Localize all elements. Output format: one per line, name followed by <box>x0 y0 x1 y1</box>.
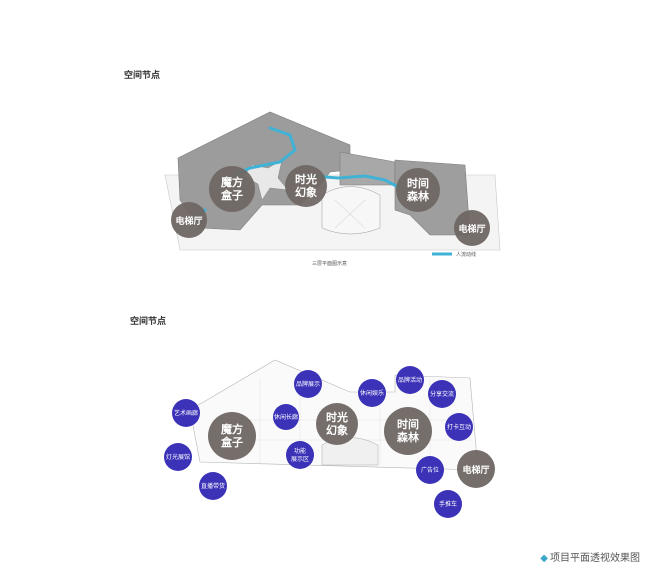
svg-text:魔方: 魔方 <box>221 422 243 436</box>
top-node-dianti-right: 电梯厅 <box>454 210 490 246</box>
svg-text:品牌活动: 品牌活动 <box>398 376 422 384</box>
tag-brand-event: 品牌活动 <box>396 366 424 394</box>
top-legend-label: 人流动线 <box>456 251 476 258</box>
svg-text:魔方: 魔方 <box>221 175 243 189</box>
svg-text:打卡互动: 打卡互动 <box>447 423 471 431</box>
tag-brand-display: 品牌展示 <box>294 370 322 398</box>
top-flow-path-2 <box>298 173 402 190</box>
tag-trolley: 手推车 <box>434 490 462 518</box>
svg-text:灯光展馆: 灯光展馆 <box>166 453 190 461</box>
top-node-shiguang: 时光 幻象 <box>285 165 327 207</box>
figure-caption-text: 项目平面透视效果图 <box>550 553 640 564</box>
figure-caption: ◆项目平面透视效果图 <box>540 549 640 564</box>
tag-leisure-corridor: 休闲长廊 <box>273 404 299 430</box>
svg-text:盒子: 盒子 <box>220 188 243 202</box>
svg-text:功能: 功能 <box>294 447 306 455</box>
tag-ad-space: 广告位 <box>416 456 444 484</box>
svg-text:展示区: 展示区 <box>291 456 309 463</box>
svg-text:电梯厅: 电梯厅 <box>175 215 202 227</box>
svg-text:幻象: 幻象 <box>326 423 348 437</box>
top-floor-plan: 魔方 盒子 时光 幻象 时间 森林 电梯厅 电梯厅 三层平面图示意 人流动线 <box>164 111 501 267</box>
svg-text:品牌展示: 品牌展示 <box>296 380 320 388</box>
tag-function-display: 功能 展示区 <box>286 441 314 469</box>
top-node-mofang: 魔方 盒子 <box>209 166 255 212</box>
tag-leisure-entertainment: 休闲娱乐 <box>358 379 386 407</box>
top-section-title: 空间节点 <box>124 71 161 81</box>
bottom-node-dianti: 电梯厅 <box>457 450 495 488</box>
svg-text:时光: 时光 <box>326 410 348 424</box>
svg-text:休闲长廊: 休闲长廊 <box>274 413 298 421</box>
bottom-node-shiguang: 时光 幻象 <box>316 403 358 445</box>
tag-light-hall: 灯光展馆 <box>164 443 192 471</box>
svg-text:手推车: 手推车 <box>439 500 457 508</box>
svg-text:时间: 时间 <box>407 176 429 190</box>
svg-text:休闲娱乐: 休闲娱乐 <box>360 389 384 397</box>
bottom-node-shijian: 时间 森林 <box>384 407 432 455</box>
svg-text:广告位: 广告位 <box>421 466 439 474</box>
svg-text:森林: 森林 <box>407 189 429 203</box>
top-flow-path-1 <box>233 126 297 177</box>
svg-text:直播带货: 直播带货 <box>201 482 225 490</box>
tag-art-gallery: 艺术画廊 <box>172 399 200 427</box>
svg-text:森林: 森林 <box>397 430 419 444</box>
tag-share-exchange: 分享交流 <box>428 380 456 408</box>
svg-text:电梯厅: 电梯厅 <box>458 223 485 235</box>
svg-text:时光: 时光 <box>295 172 317 186</box>
svg-text:艺术画廊: 艺术画廊 <box>174 409 198 417</box>
top-node-shijian: 时间 森林 <box>396 168 440 212</box>
svg-text:电梯厅: 电梯厅 <box>462 464 489 476</box>
bottom-section-title: 空间节点 <box>130 317 167 327</box>
bottom-floor-plan: 魔方 盒子 时光 幻象 时间 森林 电梯厅 艺术画廊 灯光展馆 直播带货 <box>164 359 495 518</box>
svg-text:时间: 时间 <box>397 417 419 431</box>
top-plan-caption: 三层平面图示意 <box>312 260 347 267</box>
tag-checkin-interaction: 打卡互动 <box>445 413 473 441</box>
svg-text:幻象: 幻象 <box>295 185 317 199</box>
svg-text:分享交流: 分享交流 <box>430 390 454 398</box>
bullet-icon: ◆ <box>540 553 548 564</box>
top-plan-atrium <box>321 186 381 235</box>
tag-livestream: 直播带货 <box>199 472 227 500</box>
bottom-node-mofang: 魔方 盒子 <box>208 412 256 460</box>
top-node-dianti-left: 电梯厅 <box>171 202 207 238</box>
svg-text:盒子: 盒子 <box>220 435 243 449</box>
